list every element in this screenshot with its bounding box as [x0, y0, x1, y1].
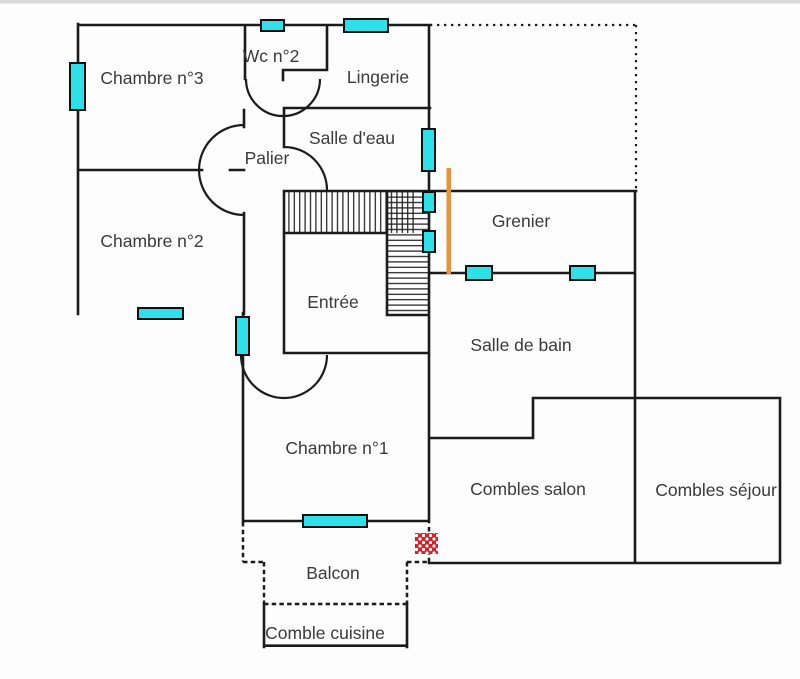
- room-label-chambre-n3: Chambre n°3: [100, 68, 203, 88]
- walls: [76, 22, 782, 649]
- window: [69, 62, 86, 111]
- room-label-lingerie: Lingerie: [347, 67, 409, 87]
- window: [422, 191, 436, 213]
- top-edge-strip: [0, 0, 800, 4]
- room-label-combles-sejour: Combles séjour: [655, 480, 777, 500]
- door-arc-chambre1: [239, 354, 329, 400]
- room-labels: Chambre n°3 Wc n°2 Lingerie Salle d'eau …: [100, 46, 777, 643]
- orange-marker: [446, 168, 451, 274]
- balcony-outline-dashed: [241, 522, 431, 606]
- window: [465, 265, 493, 281]
- window: [260, 19, 285, 32]
- window: [569, 265, 596, 281]
- door-arc-wc2: [244, 78, 322, 118]
- room-label-wc-n2: Wc n°2: [243, 46, 300, 66]
- room-label-chambre-n1: Chambre n°1: [285, 438, 388, 458]
- room-label-comble-cuisine: Comble cuisine: [265, 623, 385, 643]
- room-label-grenier: Grenier: [492, 211, 551, 231]
- windows: [69, 18, 596, 528]
- window: [137, 307, 184, 320]
- door-arc-salle-eau: [283, 145, 329, 191]
- room-label-palier: Palier: [245, 148, 290, 168]
- room-label-chambre-n2: Chambre n°2: [100, 231, 203, 251]
- room-label-salle-de-bain: Salle de bain: [470, 335, 571, 355]
- window: [343, 18, 389, 33]
- window: [422, 230, 436, 253]
- window: [235, 316, 250, 356]
- room-label-salle-eau: Salle d'eau: [309, 128, 395, 148]
- room-label-entree: Entrée: [307, 292, 359, 312]
- room-label-balcon: Balcon: [306, 563, 360, 583]
- room-label-combles-salon: Combles salon: [470, 479, 586, 499]
- door-arc-palier-chambres: [197, 123, 245, 217]
- window: [302, 514, 368, 528]
- window: [421, 128, 436, 172]
- red-hatch-marker: [415, 533, 438, 554]
